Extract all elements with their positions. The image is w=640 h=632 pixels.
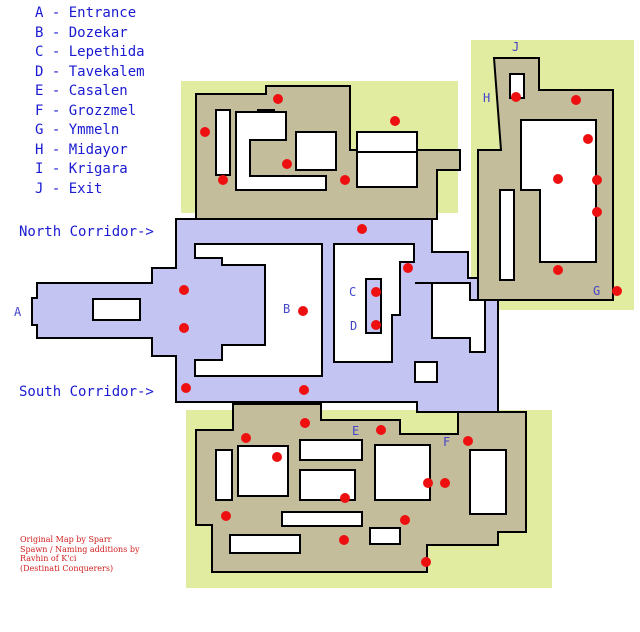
credit-line: Original Map by Sparr — [20, 535, 112, 544]
spawn-dot — [583, 134, 593, 144]
spawn-dot — [421, 557, 431, 567]
marker-a: A — [14, 305, 22, 319]
spawn-dot — [181, 383, 191, 393]
spawn-dot — [298, 306, 308, 316]
legend-item: A - Entrance — [35, 5, 137, 21]
spawn-points — [179, 92, 622, 567]
credit-line: (Destinati Conquerers) — [20, 563, 114, 573]
spawn-dot — [463, 436, 473, 446]
marker-e: E — [352, 424, 359, 438]
spawn-dot — [357, 224, 367, 234]
legend-item: J - Exit — [35, 180, 103, 197]
spawn-dot — [403, 263, 413, 273]
spawn-dot — [371, 287, 381, 297]
legend-item: D - Tavekalem — [35, 63, 145, 80]
marker-f: F — [443, 435, 450, 449]
legend-item: F - Grozzmel — [35, 102, 137, 119]
spawn-dot — [376, 425, 386, 435]
legend-item: I - Krigara — [35, 161, 128, 177]
spawn-dot — [299, 385, 309, 395]
spawn-dot — [553, 265, 563, 275]
legend-item: B - Dozekar — [35, 24, 128, 41]
spawn-dot — [179, 285, 189, 295]
north-corridor-label: North Corridor-> — [19, 224, 154, 240]
spawn-dot — [511, 92, 521, 102]
credit-line: Ravhin of K'ci — [20, 554, 77, 563]
marker-d: D — [350, 319, 357, 333]
marker-c: C — [349, 285, 356, 299]
spawn-dot — [390, 116, 400, 126]
spawn-dot — [218, 175, 228, 185]
spawn-dot — [340, 493, 350, 503]
legend-item: G - Ymmeln — [35, 122, 120, 138]
spawn-dot — [339, 535, 349, 545]
spawn-dot — [423, 478, 433, 488]
spawn-dot — [592, 207, 602, 217]
legend-item: H - Midayor — [35, 141, 128, 158]
spawn-dot — [282, 159, 292, 169]
spawn-dot — [612, 286, 622, 296]
legend: A - Entrance B - Dozekar C - Lepethida D… — [35, 4, 145, 199]
spawn-dot — [592, 175, 602, 185]
spawn-dot — [300, 418, 310, 428]
spawn-dot — [200, 127, 210, 137]
spawn-dot — [221, 511, 231, 521]
spawn-dot — [340, 175, 350, 185]
marker-g: G — [593, 284, 600, 298]
marker-j: J — [512, 40, 519, 54]
spawn-dot — [371, 320, 381, 330]
south-corridor-label: South Corridor-> — [19, 384, 154, 400]
spawn-dot — [241, 433, 251, 443]
legend-item: E - Casalen — [35, 83, 128, 99]
credit-line: Spawn / Naming additions by — [20, 544, 140, 554]
legend-item: C - Lepethida — [35, 44, 145, 60]
spawn-dot — [553, 174, 563, 184]
credits: Original Map by Sparr Spawn / Naming add… — [20, 535, 139, 573]
spawn-dot — [272, 452, 282, 462]
marker-h: H — [483, 91, 490, 105]
spawn-dot — [179, 323, 189, 333]
spawn-dot — [571, 95, 581, 105]
marker-b: B — [283, 302, 290, 316]
spawn-dot — [400, 515, 410, 525]
spawn-dot — [273, 94, 283, 104]
spawn-dot — [440, 478, 450, 488]
